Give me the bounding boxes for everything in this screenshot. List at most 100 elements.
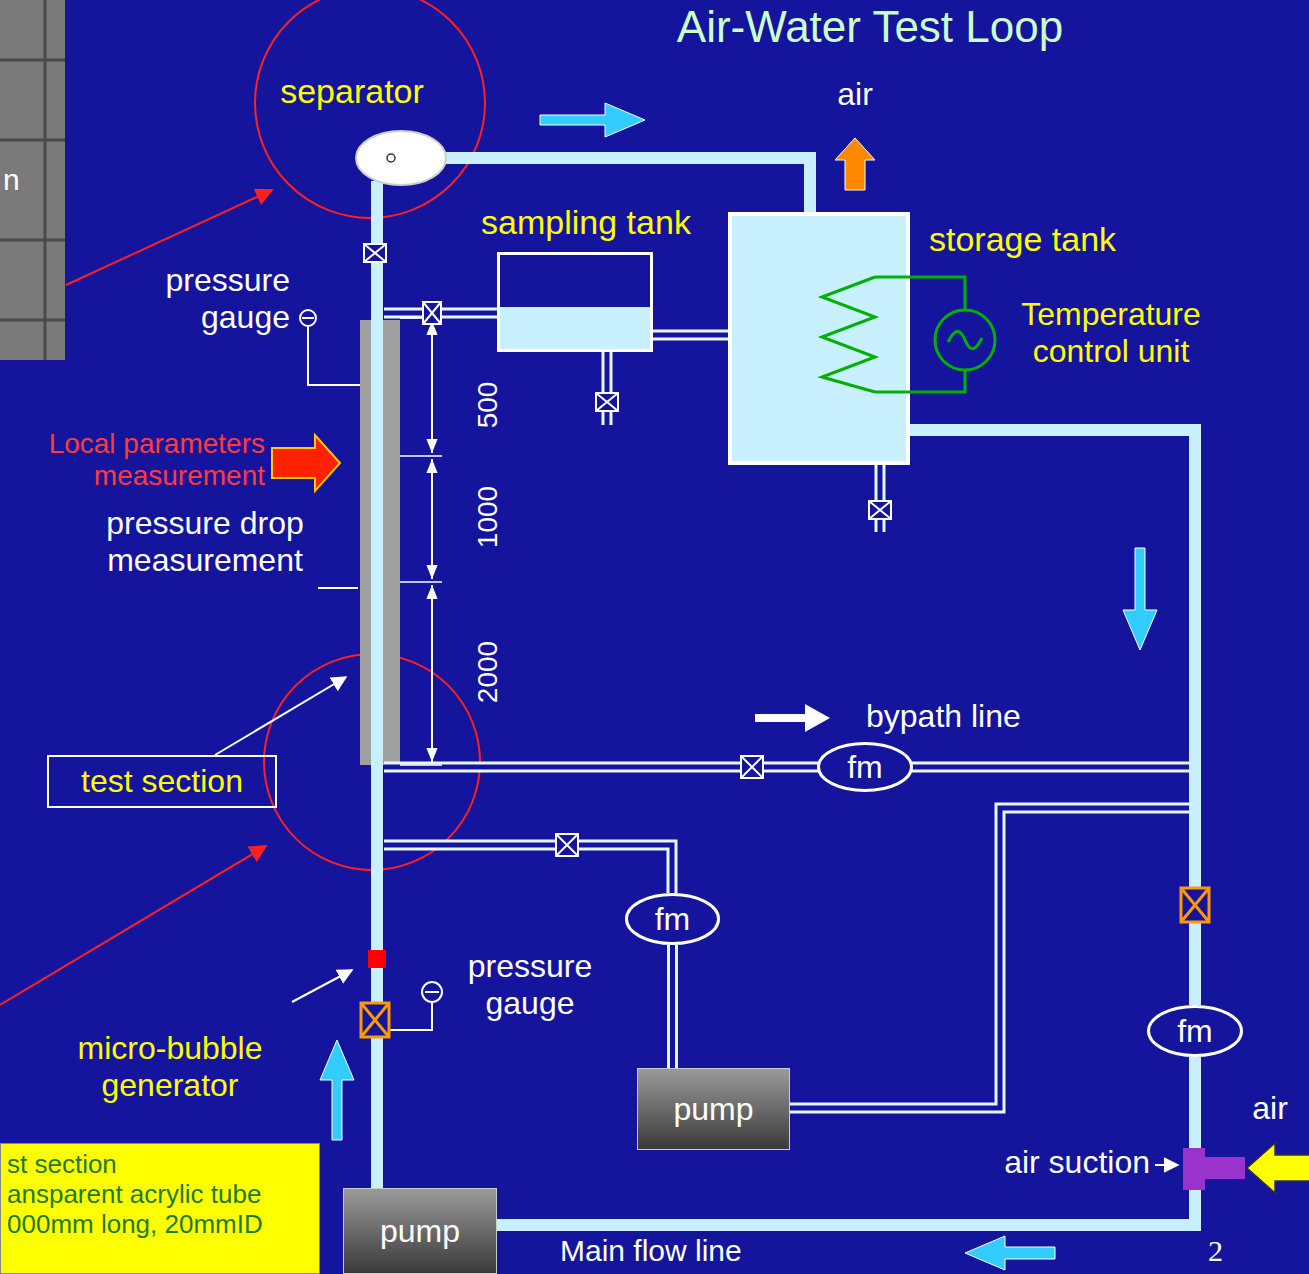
flow-meter-label: fm [655, 901, 691, 938]
double-pipe [653, 330, 728, 341]
photo-inset [0, 0, 65, 360]
pump-box: pump [343, 1188, 497, 1274]
pump-pipe-core [790, 808, 1189, 1108]
valve-body [1181, 888, 1209, 922]
photo-detail [0, 0, 65, 360]
dimension-value: 1000 [472, 486, 504, 548]
valve-cross [1181, 888, 1209, 922]
node-outline-shape [627, 895, 719, 944]
pressure-gauge-needle [302, 318, 439, 992]
heater-wire [875, 277, 965, 392]
dimension-value: 500 [472, 382, 504, 429]
leader-line [215, 677, 346, 755]
gauge-line [308, 326, 360, 385]
node-outline-shape [819, 744, 912, 791]
highlight-circle [255, 0, 485, 218]
air-arrow [835, 138, 875, 190]
pump-label: pump [673, 1091, 753, 1128]
temperature-controller-symbol [935, 310, 995, 370]
gauge-line [384, 1002, 432, 1030]
note-box: st sectionansparent acrylic tube000mm lo… [0, 1143, 320, 1274]
valve-body [364, 244, 386, 262]
valve-symbol [1181, 888, 1209, 922]
measurement-label: pressure drop measurement [80, 505, 330, 579]
dimension-value: 2000 [472, 641, 504, 703]
sampling-tank: sampling tank [497, 252, 653, 352]
bypass-pipe-core [384, 765, 1189, 770]
flow-arrow [1123, 548, 1157, 650]
inlet-label: air suction [920, 1144, 1150, 1181]
ac-symbol [948, 331, 982, 349]
measurement-note: Local parameters measurement [10, 428, 265, 492]
leader-line [292, 970, 352, 1002]
double-pipe [667, 945, 678, 1068]
valve-cross [423, 302, 441, 324]
photo-caption-fragment: n [3, 163, 20, 198]
separator-vessel: separator [355, 130, 447, 186]
branch-pipe [384, 845, 672, 893]
flow-meter: fm [817, 742, 913, 792]
dimension-tick [400, 318, 442, 765]
bypass-pipe [384, 762, 1189, 773]
valve-symbol [869, 501, 891, 519]
valve-body [741, 756, 763, 778]
valve-cross [596, 393, 618, 411]
dimension-line [431, 585, 433, 762]
note-text: st section [7, 1150, 117, 1180]
pump-label: pump [380, 1213, 460, 1250]
flow-label: air [1240, 1090, 1300, 1127]
node-outline-shape [356, 131, 446, 185]
air-suction-symbol [1183, 1148, 1205, 1190]
flow-arrow [320, 1040, 354, 1140]
note-text: ansparent acrylic tube [7, 1180, 261, 1210]
flow-meter: fm [625, 893, 720, 945]
valve-cross [741, 756, 763, 778]
note-text: 000mm long, 20mmID [7, 1210, 263, 1240]
node-outline [355, 130, 447, 186]
valve-body [869, 501, 891, 519]
valve-body [361, 1003, 389, 1037]
leader-line [1155, 1164, 1178, 1166]
callout-label: test section [81, 763, 243, 800]
line-label: Main flow line [560, 1234, 742, 1269]
pump-box: pump [637, 1068, 790, 1150]
storage-tank: storage tank [728, 212, 910, 465]
valve-body [596, 393, 618, 411]
flow-meter: fm [1147, 1005, 1243, 1057]
valve-body [556, 834, 578, 856]
flow-arrow [755, 704, 830, 732]
flow-arrow [540, 103, 645, 137]
heater-coil [822, 277, 875, 392]
component-label: sampling tank [481, 203, 691, 242]
callout-box: test section [47, 755, 277, 808]
valve-symbol [596, 393, 618, 411]
flow-label: air [820, 76, 890, 113]
valve-symbol [423, 302, 441, 324]
leader-line [318, 587, 358, 589]
component-label: micro-bubble generator [50, 1030, 290, 1104]
pump-pipe [790, 808, 1189, 1108]
valve-cross [364, 244, 386, 262]
valve-symbol [361, 1003, 389, 1037]
branch-pipe-core [384, 845, 672, 893]
valve-body [423, 302, 441, 324]
dimension-line [431, 459, 433, 579]
double-pipe-core [653, 333, 728, 338]
line-label: bypath line [866, 698, 1021, 735]
bubble-generator-symbol [368, 950, 386, 968]
double-pipe-core [670, 945, 675, 1068]
diagram-title: Air-Water Test Loop [630, 2, 1110, 53]
flow-meter-label: fm [1177, 1013, 1213, 1050]
unit-label: Temperature control unit [1005, 296, 1217, 370]
valve-symbol [556, 834, 578, 856]
valve-cross [556, 834, 578, 856]
instrument-label: pressure gauge [445, 948, 615, 1022]
air-arrow [1247, 1143, 1309, 1193]
valve-symbol [741, 756, 763, 778]
component-label: separator [280, 72, 424, 111]
instrument-label: pressure gauge [125, 262, 290, 336]
flow-arrow [965, 1236, 1055, 1270]
flow-meter-label: fm [847, 749, 883, 786]
node-outline-shape [1149, 1007, 1242, 1056]
water-pipe [497, 1057, 1195, 1225]
